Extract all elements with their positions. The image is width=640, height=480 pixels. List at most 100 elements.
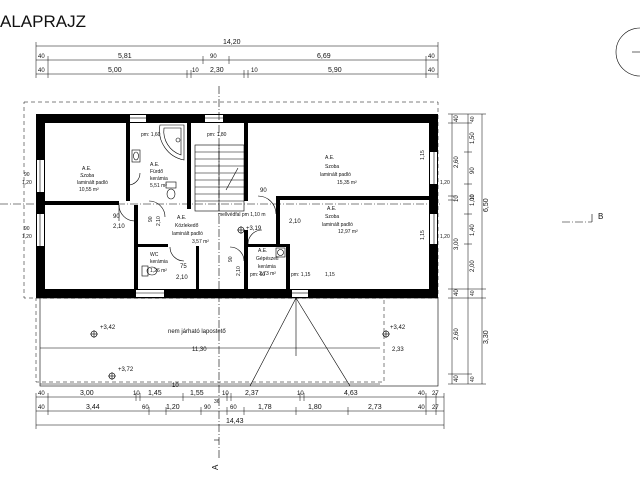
dim-r-a2: 10 xyxy=(454,195,460,202)
top-dimensions: 14,20 40 5,81 90 6,69 40 40 5,00 10 2,30… xyxy=(35,39,439,78)
exterior-walls xyxy=(36,114,438,298)
kozlekedo-area: 3,57 m² xyxy=(192,239,209,245)
gepeszeti-area: 2,73 m² xyxy=(259,271,276,277)
len-233: 2,33 xyxy=(392,347,404,353)
room-kozlekedo: A.E. Közlekedő laminált padló 3,57 m² xyxy=(172,215,209,245)
opening-210-b: 2,10 xyxy=(289,219,301,225)
dim-bot-1-5: 10 xyxy=(222,391,229,397)
right-dimensions: 40 2,60 10 3,00 40 2,60 40 1,50 90 1,00 … xyxy=(448,113,490,385)
dim-r-a1: 2,60 xyxy=(454,156,460,168)
dim-r-b4: 2,00 xyxy=(470,260,476,272)
opening-210-e: 2,10 xyxy=(156,216,162,226)
dim-top-3-2: 10 xyxy=(192,68,199,74)
dim-bot-1-2: 10 xyxy=(133,391,140,397)
sink-icon xyxy=(131,149,141,163)
szoba3-label: A.E. xyxy=(327,206,336,212)
flat-roof xyxy=(35,297,439,387)
dim-r-b2: 1,00 xyxy=(470,194,476,206)
dim-top-2-2: 90 xyxy=(210,54,217,60)
dim-r-a0: 40 xyxy=(454,115,460,122)
dim-top-2-4: 40 xyxy=(428,54,435,60)
wc-area: 1,26 m² xyxy=(150,268,167,274)
interior-walls xyxy=(45,123,429,289)
bathtub-icon xyxy=(159,124,185,161)
szoba2-floor: laminált padló xyxy=(320,172,351,178)
dim-bot-1-8: 4,63 xyxy=(344,390,358,397)
level-372: +3,72 xyxy=(118,367,134,373)
opening-210-c: 2,10 xyxy=(176,275,188,281)
window-90-b: 90 xyxy=(24,226,30,232)
opening-90-d: 90 xyxy=(148,216,154,222)
window-115-b: 1,15 xyxy=(420,230,426,240)
room-wc: WC kerámia 1,26 m² xyxy=(150,252,168,274)
dim-top-3-3: 2,30 xyxy=(210,67,224,74)
szoba1-label: A.E. xyxy=(82,166,91,172)
kozlekedo-label: A.E. xyxy=(177,215,186,221)
szoba2-area: 15,35 m² xyxy=(337,180,357,186)
door-swings xyxy=(118,172,277,262)
dim-bot-2-9: 40 xyxy=(418,405,425,411)
szoba3-floor: laminált padló xyxy=(322,222,353,228)
szoba1-area: 10,55 m² xyxy=(79,187,99,193)
opening-210-a: 2,10 xyxy=(113,224,125,230)
section-mark-b: B xyxy=(598,212,603,221)
room-szoba3: A.E. Szoba laminált padló 12,97 m² xyxy=(322,206,358,235)
room-gepeszeti: A.E. Gépészeti kerámia 2,73 m² xyxy=(256,248,279,277)
szoba3-area: 12,97 m² xyxy=(338,229,358,235)
dim-bot-1-1: 3,00 xyxy=(80,390,94,397)
room-szoba1: A.E. Szoba laminált padló 10,55 m² xyxy=(77,166,108,193)
dim-r-d2: 40 xyxy=(470,290,476,296)
dim-bot-2-8: 2,73 xyxy=(368,404,382,411)
furdo-area: 5,51 m² xyxy=(150,183,167,189)
terrace-label: nem járható lapostető xyxy=(168,329,226,335)
dim-bot-2-0: 40 xyxy=(38,405,45,411)
room-furdo: A.E. Fürdő kerámia 5,51 m² xyxy=(150,162,168,189)
dim-top-2-3: 6,69 xyxy=(317,53,331,60)
pm-90: pm: 90 xyxy=(250,272,266,278)
dim-bot-total: 14,43 xyxy=(226,418,244,425)
gepeszeti-name: Gépészeti xyxy=(256,256,279,262)
dim-r-b0: 1,50 xyxy=(470,132,476,144)
staircase xyxy=(194,144,245,212)
dim-bot-2-10: 27 xyxy=(432,405,439,411)
dim-top-3-0: 40 xyxy=(38,68,45,74)
dim-bot-2-5: 60 xyxy=(230,405,237,411)
pm-115: pm: 1,15 xyxy=(291,272,311,278)
dim-r-d1: 10 xyxy=(470,194,476,200)
szoba2-name: Szoba xyxy=(325,164,339,170)
dim-r-a4: 40 xyxy=(454,289,460,296)
dim-bot-1-7: 10 xyxy=(297,391,304,397)
level-342-left: +3,42 xyxy=(100,325,116,331)
dim-r-c1: 3,30 xyxy=(483,330,490,344)
dim-bot-1-10: 27 xyxy=(432,391,439,397)
window-90-a: 90 xyxy=(24,172,30,178)
kozlekedo-floor: laminált padló xyxy=(172,231,203,237)
pm-180: pm: 1,80 xyxy=(207,132,227,138)
bottom-dimensions: 40 3,00 10 1,45 1,55 10 2,37 10 4,63 40 … xyxy=(35,390,445,429)
pm-115-b: 1,15 xyxy=(325,272,335,278)
szoba1-floor: laminált padló xyxy=(77,180,108,186)
level-342-right: +3,42 xyxy=(390,325,406,331)
window-120-d: 1,20 xyxy=(440,234,450,240)
level-319: +3,19 xyxy=(246,226,262,232)
dim-r-b3: 1,40 xyxy=(470,224,476,236)
dim-r-d0: 40 xyxy=(470,116,476,122)
dim-r-a6: 40 xyxy=(454,375,460,382)
wc-floor: kerámia xyxy=(150,259,168,265)
szoba1-name: Szoba xyxy=(80,173,94,179)
dim-bot-1-4: 1,55 xyxy=(190,390,204,397)
dim-top-3-6: 40 xyxy=(428,68,435,74)
north-arrow-icon xyxy=(615,27,640,77)
furdo-name: Fürdő xyxy=(150,169,163,175)
szoba2-label: A.E. xyxy=(325,155,334,161)
opening-90-a: 90 xyxy=(113,214,120,220)
dim-bot-2-2: 60 xyxy=(142,405,149,411)
window-120-a: 1,20 xyxy=(22,180,32,186)
wc-toilet-icon xyxy=(141,265,158,277)
mellvedfal-note: mellvédfal pm 1,10 m xyxy=(218,212,266,218)
gepeszeti-label: A.E. xyxy=(258,248,267,254)
opening-75: 75 xyxy=(180,264,187,270)
window-115-a: 1,15 xyxy=(420,150,426,160)
dim-bot-1-0: 40 xyxy=(38,391,45,397)
